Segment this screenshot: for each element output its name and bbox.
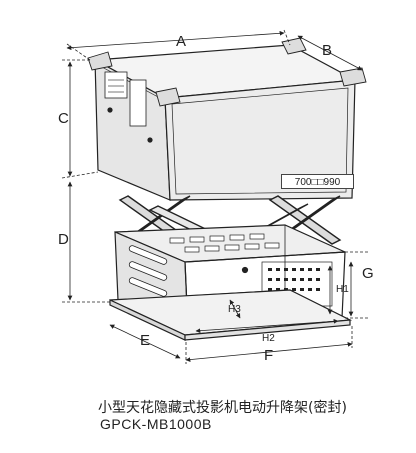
size-tag: 700□□990 bbox=[281, 174, 354, 189]
dimension-lines bbox=[61, 29, 368, 364]
dim-label-h3: H3 bbox=[228, 304, 241, 315]
dim-label-h2: H2 bbox=[262, 333, 275, 344]
dim-label-e: E bbox=[140, 332, 150, 349]
caption-model: GPCK-MB1000B bbox=[100, 416, 212, 432]
dim-label-g: G bbox=[362, 265, 374, 282]
caption-title: 小型天花隐藏式投影机电动升降架(密封) bbox=[98, 400, 347, 416]
dim-label-d: D bbox=[58, 231, 69, 248]
dim-label-h1: H1 bbox=[336, 284, 349, 295]
dim-label-a: A bbox=[176, 33, 186, 50]
dim-label-f: F bbox=[264, 347, 273, 364]
housing-box bbox=[87, 37, 367, 201]
dim-label-b: B bbox=[322, 42, 332, 59]
dim-label-c: C bbox=[58, 110, 69, 127]
